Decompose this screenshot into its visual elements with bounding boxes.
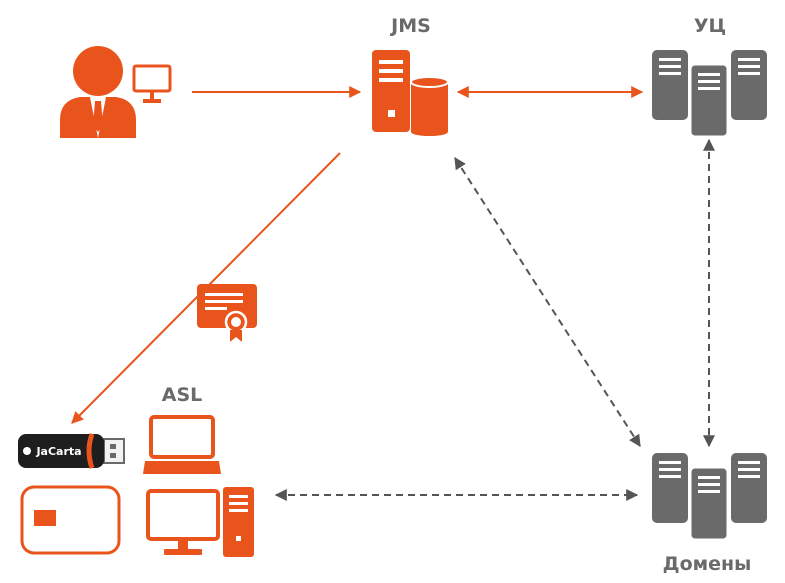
smart-card-icon: [20, 485, 121, 555]
laptop-icon: [143, 415, 221, 474]
server-cluster-icon: [652, 453, 767, 542]
asl-label: ASL: [162, 384, 203, 406]
desktop-computer-icon: [146, 487, 254, 557]
usb-token-icon: JaCarta: [18, 433, 125, 469]
user-with-monitor-icon: [60, 46, 172, 138]
domains-label: Домены: [663, 553, 752, 575]
jms-label: JMS: [389, 15, 431, 37]
server-cluster-icon: [652, 50, 767, 139]
token-brand-label: JaCarta: [35, 445, 81, 458]
jms-domains-dashed-arrow: [454, 156, 641, 448]
ca-label: УЦ: [694, 15, 726, 37]
server-with-database-icon: [372, 50, 449, 136]
certificate-icon: [197, 284, 257, 342]
